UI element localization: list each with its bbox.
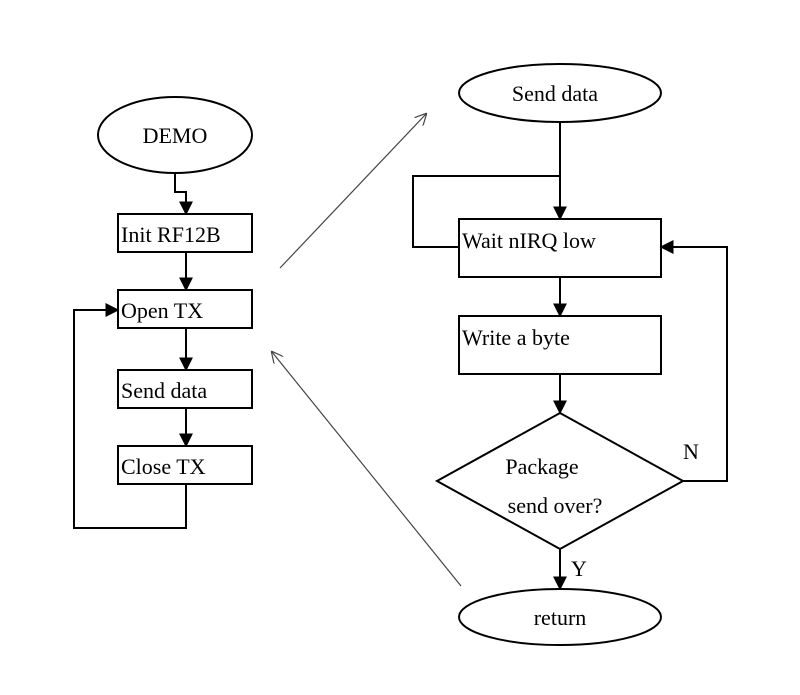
init-rf12b-box (117, 213, 253, 253)
send-data-start-label: Send data (512, 81, 598, 106)
write-byte-label: Write a byte (462, 325, 570, 350)
open-tx-label: Open TX (121, 298, 203, 323)
decision-label-line1: Package (505, 454, 578, 479)
wait-loop-connector (412, 175, 560, 248)
close-tx-label: Close TX (121, 454, 206, 479)
wait-nirq-label: Wait nIRQ low (462, 228, 596, 253)
return-label: return (534, 605, 587, 630)
return-arrow (272, 352, 462, 587)
init-rf12b-label: Init RF12B (121, 222, 221, 247)
no-label: N (683, 439, 699, 464)
expand-arrow (279, 114, 426, 269)
return-end-node (458, 588, 662, 646)
package-send-decision (434, 411, 686, 551)
send-data-box (117, 369, 253, 409)
no-branch-connector (659, 240, 728, 482)
loop-back-connector (73, 303, 187, 529)
connector-demo-init (174, 173, 193, 216)
decision-label-line2: send over? (508, 493, 603, 518)
send-data-label: Send data (121, 378, 207, 403)
demo-start-label: DEMO (143, 123, 208, 148)
yes-label: Y (571, 556, 587, 581)
wait-nirq-box (458, 218, 662, 278)
